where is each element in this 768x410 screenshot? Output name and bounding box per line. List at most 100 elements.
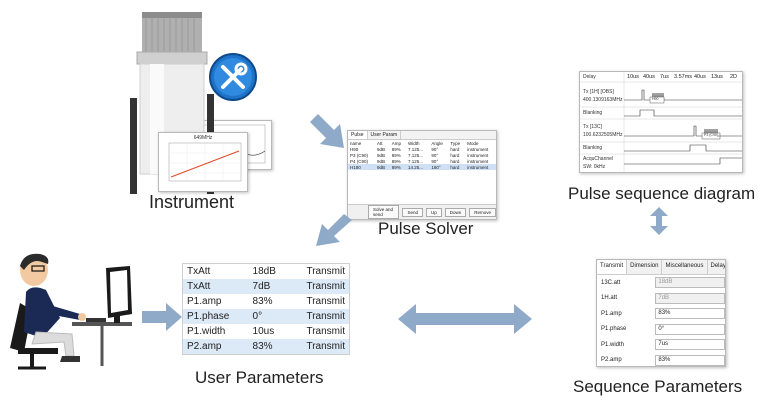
param-name: P1.phase bbox=[187, 311, 230, 322]
table-row[interactable]: P3 (C90) 9dB 89% 7.125... 90° hard instr… bbox=[348, 152, 496, 158]
delay-label: 40us bbox=[643, 74, 655, 80]
param-group: Transmit bbox=[306, 311, 345, 322]
user-parameters-label: User Parameters bbox=[195, 368, 324, 387]
param-value: 7dB bbox=[252, 281, 271, 292]
table-row[interactable]: H90 9dB 89% 7.125... 90° hard instrument bbox=[348, 146, 496, 152]
sequence-row-label: Tx [13C] bbox=[583, 124, 602, 130]
param-value: 0° bbox=[252, 311, 263, 322]
up-button[interactable]: Up bbox=[425, 207, 442, 217]
table-row[interactable]: P1.width 10us Transmit bbox=[183, 324, 349, 339]
tab-dimension[interactable]: Dimension bbox=[627, 260, 663, 274]
param-label: P1.width bbox=[601, 341, 625, 348]
param-label: P1.phase bbox=[601, 326, 627, 333]
column-header: Width bbox=[408, 140, 420, 146]
param-row: P1.amp 83% bbox=[597, 306, 725, 322]
sequence-row-label: Tx [1H] [OBS] bbox=[583, 89, 614, 95]
table-cell: hard bbox=[450, 152, 460, 158]
table-cell: P3 (C90) bbox=[350, 152, 369, 158]
delay-label: 3.57ms bbox=[674, 74, 693, 80]
13c-att-field[interactable]: 18dB bbox=[655, 277, 725, 289]
p1-amp-field[interactable]: 83% bbox=[655, 308, 725, 320]
param-value: 18dB bbox=[252, 266, 276, 277]
param-group: Transmit bbox=[306, 341, 345, 352]
param-label: P2.amp bbox=[601, 357, 622, 364]
table-cell: 89% bbox=[389, 164, 406, 170]
pulse-solver-header-row: name Att Amp Width Angle Type Mode bbox=[348, 140, 496, 146]
delay-label: 7us bbox=[660, 74, 669, 80]
down-button[interactable]: Down bbox=[444, 207, 467, 217]
instrument-label: Instrument bbox=[149, 192, 235, 212]
sequence-parameters-label: Sequence Parameters bbox=[573, 377, 743, 396]
table-row-selected[interactable]: H180 9dB 89% 14.25... 180° hard instrume… bbox=[348, 164, 496, 170]
table-cell: 89% bbox=[391, 152, 401, 158]
p1-width-field[interactable]: 7us bbox=[655, 339, 725, 351]
p1-phase-field[interactable]: 0° bbox=[655, 323, 725, 335]
table-cell: hard bbox=[450, 146, 460, 152]
tab-miscellaneous[interactable]: Miscellaneous bbox=[662, 260, 708, 274]
table-cell: H180 bbox=[348, 164, 375, 170]
solve-and-send-button[interactable]: Solve and send bbox=[368, 205, 400, 219]
table-cell: 90° bbox=[431, 158, 439, 164]
pulse-solver-button-bar: Solve and send Send Up Down Remove bbox=[348, 204, 496, 219]
param-name: TxAtt bbox=[187, 266, 211, 277]
param-label: 13C.att bbox=[601, 279, 621, 286]
sequence-row-label: Blanking bbox=[583, 110, 603, 116]
instrument-chart-title: 649MHz bbox=[193, 135, 213, 141]
sequence-row-label: Blanking bbox=[583, 145, 603, 151]
param-name: TxAtt bbox=[187, 281, 211, 292]
table-cell: 90° bbox=[431, 152, 439, 158]
wrench-screwdriver-icon bbox=[209, 53, 257, 101]
p2-amp-field[interactable]: 83% bbox=[655, 354, 725, 366]
instrument-chart bbox=[168, 142, 242, 182]
param-row: P1.width 7us bbox=[597, 337, 725, 353]
sequence-row-label: SW: 0kHz bbox=[583, 164, 606, 170]
param-value: 10us bbox=[252, 326, 275, 337]
1h-att-field[interactable]: 7dB bbox=[655, 292, 725, 304]
table-cell: 180° bbox=[429, 164, 449, 170]
table-row[interactable]: P1.phase 0° Transmit bbox=[183, 309, 349, 324]
instrument-chart-trend-line bbox=[170, 150, 240, 178]
table-row[interactable]: P4 (C90) 9dB 89% 7.125... 90° hard instr… bbox=[348, 158, 496, 164]
table-cell: 7.125... bbox=[408, 158, 424, 164]
table-cell: instrument bbox=[467, 146, 489, 152]
delay-label: 2D bbox=[730, 74, 738, 80]
arrow-user-to-params bbox=[142, 303, 182, 331]
column-header: Mode bbox=[467, 140, 479, 146]
table-cell: 89% bbox=[391, 146, 401, 152]
sequence-parameters-window: Transmit Dimension Miscellaneous Delay R… bbox=[596, 259, 726, 367]
sequence-parameters-tabs: Transmit Dimension Miscellaneous Delay R… bbox=[597, 260, 725, 275]
send-button[interactable]: Send bbox=[402, 207, 423, 217]
tab-pulse[interactable]: Pulse bbox=[348, 131, 368, 139]
table-cell: 9dB bbox=[377, 146, 386, 152]
pulse-sequence-diagram-window: Delay Tx [1H] [OBS] 400.1309163MHz Blank… bbox=[579, 71, 743, 173]
param-name: P2.amp bbox=[187, 341, 222, 352]
column-header: Att bbox=[377, 140, 383, 146]
arrow-solver-to-user-params bbox=[316, 214, 352, 246]
table-cell: 9dB bbox=[377, 158, 386, 164]
table-row[interactable]: P1.amp 83% Transmit bbox=[183, 294, 349, 309]
delay-label: 40us bbox=[694, 74, 706, 80]
double-arrow-diagram-sequence bbox=[650, 207, 668, 235]
param-group: Transmit bbox=[306, 281, 345, 292]
remove-button[interactable]: Remove bbox=[469, 207, 496, 217]
param-label: 1H.att bbox=[601, 295, 618, 302]
table-cell: P4 (C90) bbox=[350, 158, 369, 164]
table-row[interactable]: TxAtt 18dB Transmit bbox=[183, 264, 349, 279]
tab-delay[interactable]: Delay bbox=[708, 260, 725, 274]
table-cell: hard bbox=[448, 164, 466, 170]
sequence-row-label: 100.6232505MHz bbox=[583, 132, 623, 138]
tab-user-param[interactable]: User Param bbox=[368, 131, 402, 139]
pulse-solver-tabs: Pulse User Param bbox=[348, 131, 496, 140]
param-value: 83% bbox=[252, 341, 273, 352]
table-row[interactable]: TxAtt 7dB Transmit bbox=[183, 279, 349, 294]
param-name: P1.amp bbox=[187, 296, 222, 307]
param-row: P2.amp 83% bbox=[597, 353, 725, 367]
user-parameters-table: TxAtt 18dB Transmit TxAtt 7dB Transmit P… bbox=[182, 263, 350, 355]
table-cell: instrument bbox=[465, 164, 496, 170]
param-group: Transmit bbox=[306, 266, 345, 277]
pulse-sequence-diagram-label: Pulse sequence diagram bbox=[568, 184, 756, 203]
tab-transmit[interactable]: Transmit bbox=[597, 260, 628, 274]
table-cell: instrument bbox=[467, 158, 489, 164]
table-row[interactable]: P2.amp 83% Transmit bbox=[183, 339, 349, 354]
table-cell: 9dB bbox=[375, 164, 390, 170]
